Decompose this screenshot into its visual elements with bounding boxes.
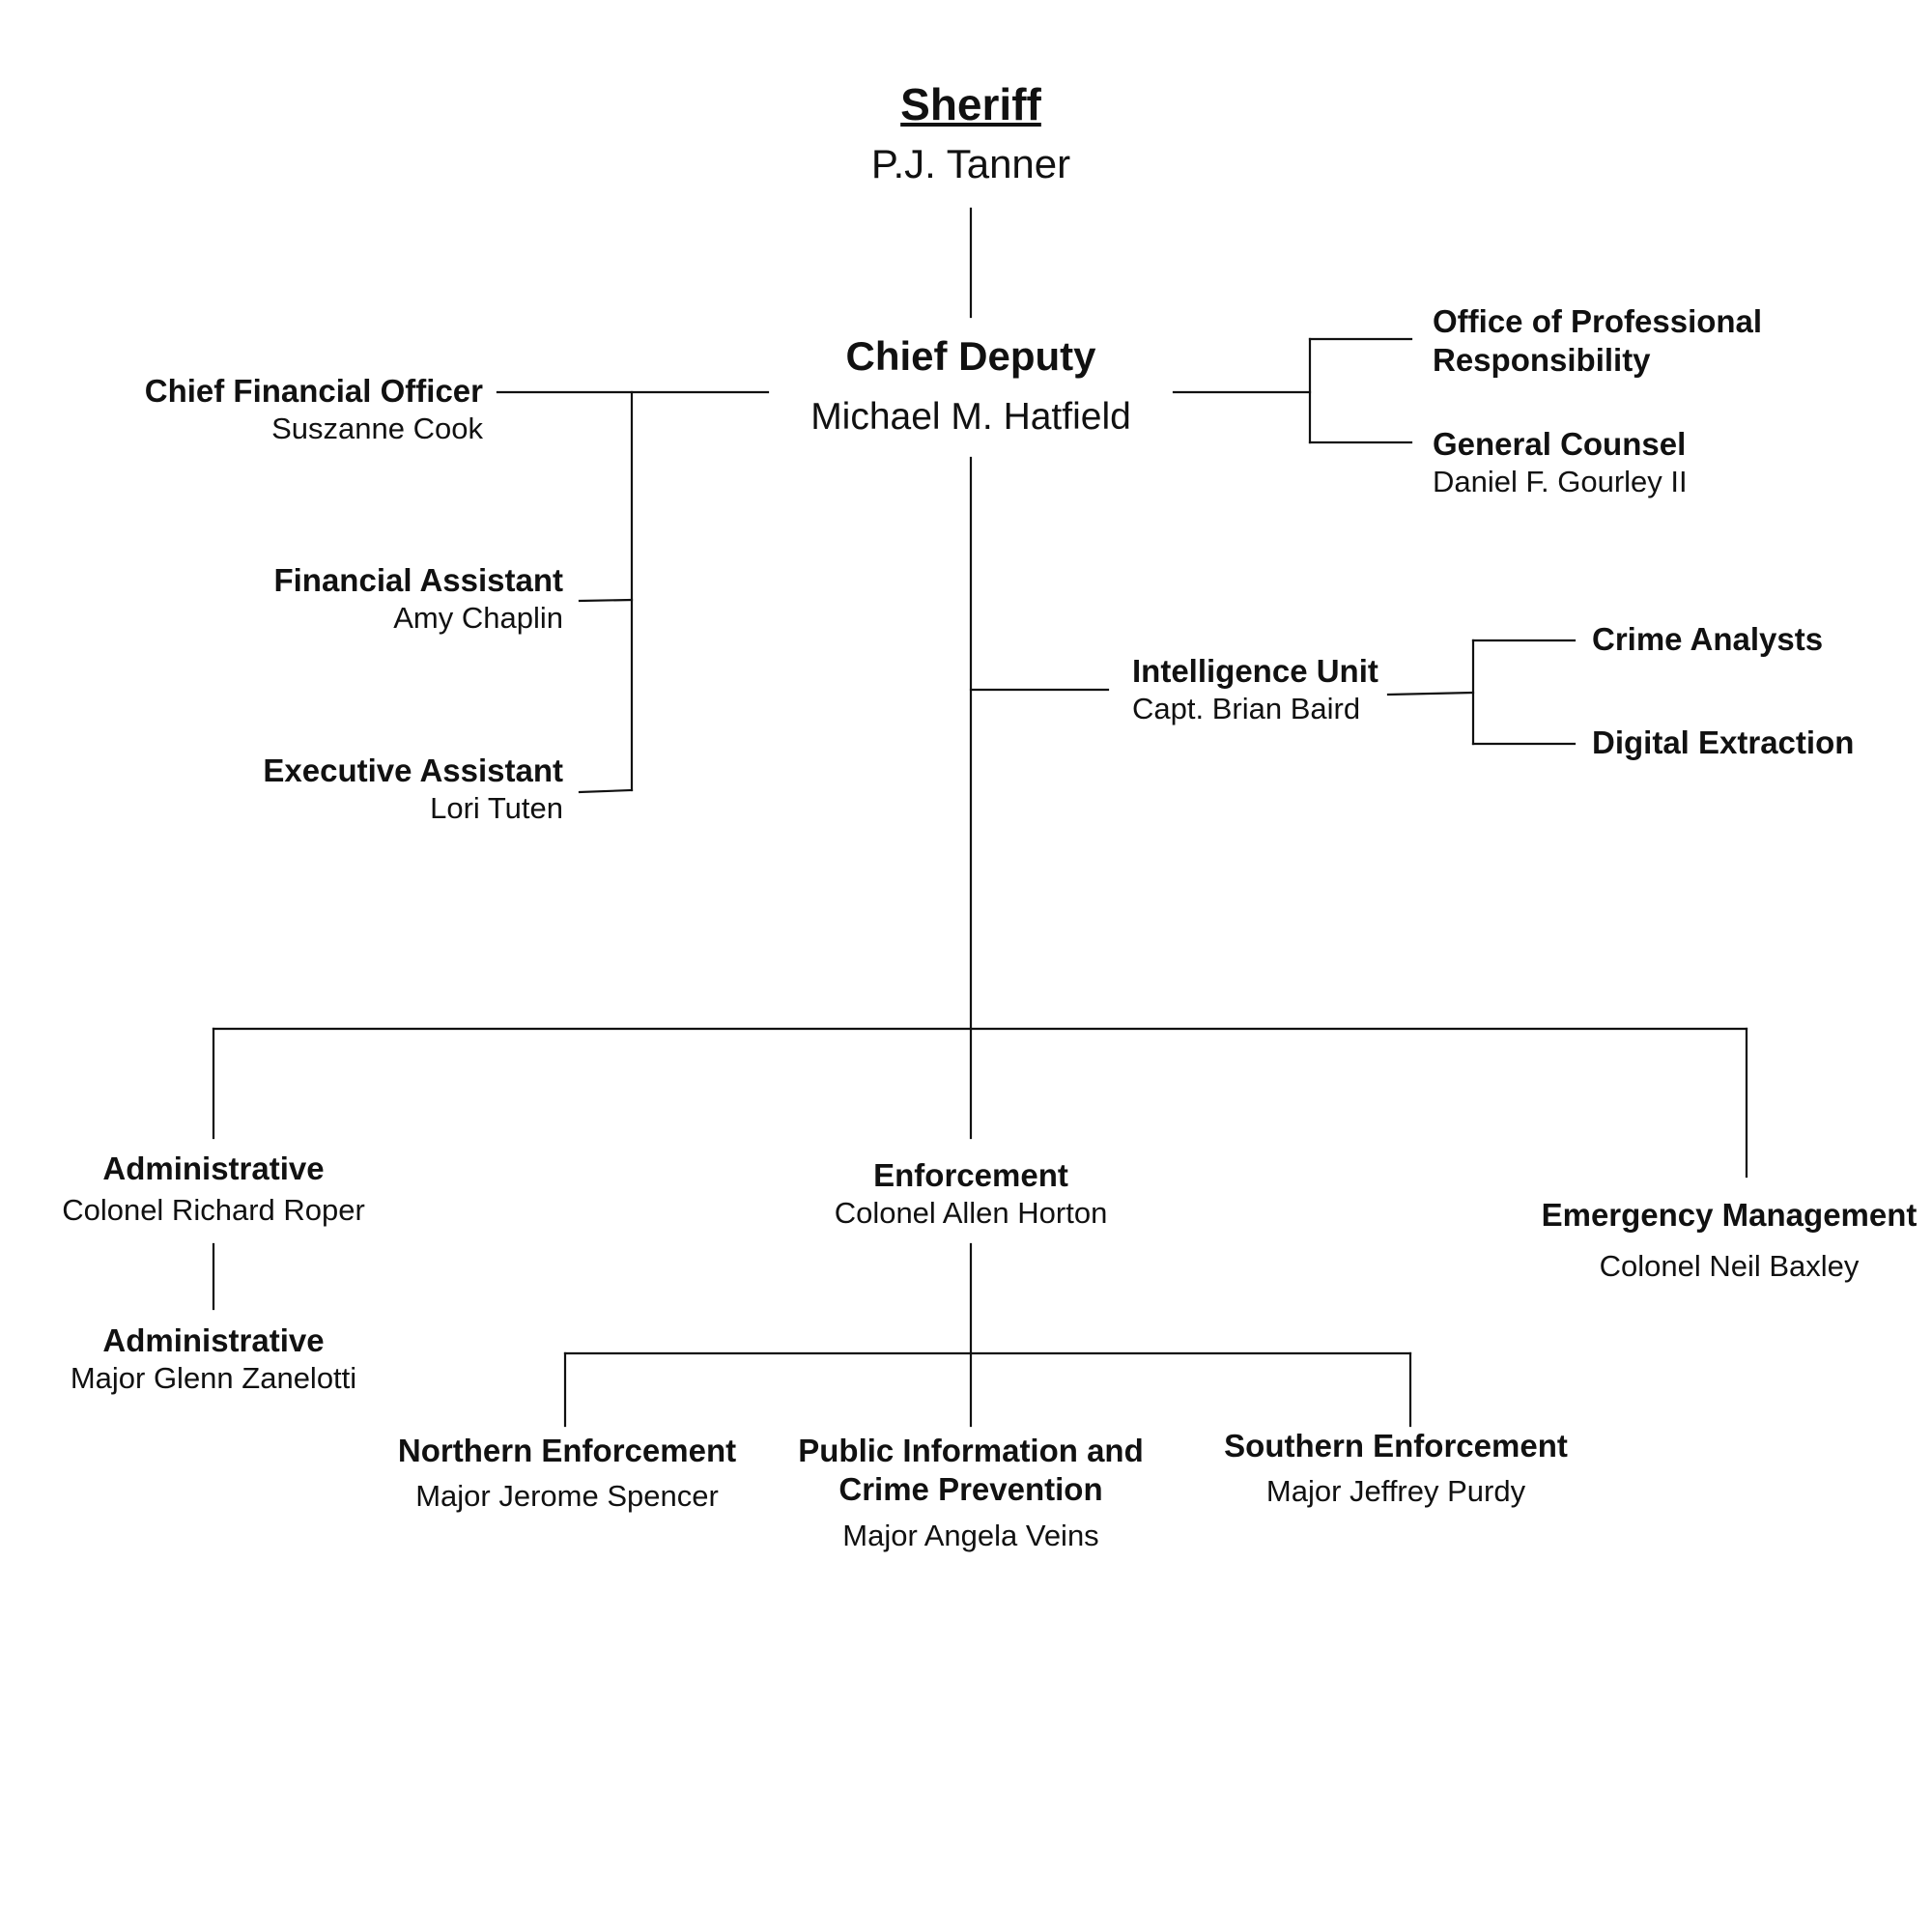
crime-analysts-title: Crime Analysts (1592, 621, 1824, 657)
public-information-name: Major Angela Veins (842, 1518, 1099, 1552)
emergency-management-name: Colonel Neil Baxley (1599, 1249, 1860, 1284)
northern-enforcement-name: Major Jerome Spencer (415, 1479, 719, 1514)
chief-deputy-node: Chief Deputy Michael M. Hatfield (810, 331, 1131, 440)
public-information-node: Public Information and Crime Prevention … (798, 1432, 1144, 1553)
connector-intelligence-sub (1386, 691, 1475, 696)
connector-executive-assistant (578, 788, 634, 794)
digital-extraction-node: Digital Extraction (1592, 724, 1854, 762)
administrative-major-title: Administrative (102, 1322, 325, 1358)
public-information-title-line2: Crime Prevention (838, 1471, 1103, 1508)
northern-enforcement-title: Northern Enforcement (397, 1433, 737, 1468)
enforcement-node: Enforcement Colonel Allen Horton (835, 1156, 1108, 1232)
financial-assistant-title: Financial Assistant (273, 562, 563, 598)
professional-responsibility-node: Office of Professional Responsibility (1433, 302, 1762, 381)
sheriff-title: Sheriff (900, 79, 1041, 129)
professional-responsibility-title-line2: Responsibility (1433, 342, 1651, 379)
general-counsel-name: Daniel F. Gourley II (1433, 465, 1688, 499)
administrative-major-name: Major Glenn Zanelotti (70, 1361, 357, 1396)
digital-extraction-title: Digital Extraction (1592, 724, 1855, 760)
emergency-management-node: Emergency Management Colonel Neil Baxley (1542, 1196, 1918, 1285)
sheriff-name: P.J. Tanner (870, 141, 1071, 187)
cfo-name: Suszanne Cook (271, 412, 483, 446)
administrative-major-node: Administrative Major Glenn Zanelotti (71, 1321, 356, 1397)
cfo-node: Chief Financial Officer Suszanne Cook (145, 372, 483, 447)
general-counsel-node: General Counsel Daniel F. Gourley II (1433, 425, 1688, 500)
southern-enforcement-node: Southern Enforcement Major Jeffrey Purdy (1224, 1427, 1568, 1510)
crime-analysts-node: Crime Analysts (1592, 620, 1823, 659)
southern-enforcement-title: Southern Enforcement (1224, 1428, 1568, 1463)
financial-assistant-name: Amy Chaplin (393, 601, 563, 636)
northern-enforcement-node: Northern Enforcement Major Jerome Spence… (398, 1432, 736, 1515)
executive-assistant-node: Executive Assistant Lori Tuten (263, 752, 563, 827)
professional-responsibility-title-line1: Office of Professional (1433, 303, 1763, 339)
enforcement-title: Enforcement (873, 1157, 1068, 1193)
sheriff-node: Sheriff P.J. Tanner (871, 77, 1070, 188)
chief-deputy-name: Michael M. Hatfield (810, 396, 1131, 439)
emergency-management-title: Emergency Management (1541, 1197, 1918, 1233)
public-information-title-line1: Public Information and (798, 1433, 1144, 1468)
connector-financial-assistant (578, 598, 634, 603)
administrative-node: Administrative Colonel Richard Roper (62, 1150, 365, 1229)
chief-deputy-title: Chief Deputy (845, 333, 1096, 379)
general-counsel-title: General Counsel (1433, 426, 1687, 462)
executive-assistant-name: Lori Tuten (430, 791, 563, 826)
intelligence-unit-title: Intelligence Unit (1132, 653, 1378, 689)
intelligence-unit-node: Intelligence Unit Capt. Brian Baird (1132, 652, 1378, 727)
enforcement-name: Colonel Allen Horton (834, 1196, 1108, 1231)
intelligence-unit-name: Capt. Brian Baird (1132, 692, 1361, 726)
financial-assistant-node: Financial Assistant Amy Chaplin (273, 561, 563, 637)
cfo-title: Chief Financial Officer (144, 373, 483, 409)
administrative-name: Colonel Richard Roper (62, 1193, 365, 1228)
administrative-title: Administrative (102, 1151, 325, 1186)
executive-assistant-title: Executive Assistant (263, 753, 563, 788)
southern-enforcement-name: Major Jeffrey Purdy (1265, 1474, 1526, 1509)
